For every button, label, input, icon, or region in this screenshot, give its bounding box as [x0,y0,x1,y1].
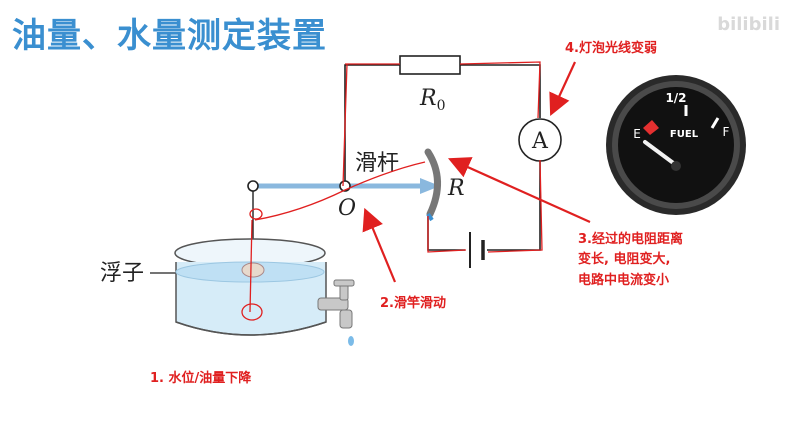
gauge-half-label: 1/2 [665,91,686,105]
variable-resistor-arc [424,148,442,218]
red-annotations [241,61,543,321]
gauge-empty-label: E [633,127,641,141]
faucet-icon [317,279,355,329]
float-label: 浮子 [100,261,144,286]
battery [469,232,485,268]
water-drop [348,336,354,346]
slider-label: 滑杆 [355,151,399,176]
resistor-r0 [399,55,461,75]
ammeter-label: A [531,129,549,154]
note-2: 2.滑竿滑动 [380,295,446,311]
resistor-r0-label: R0 [419,86,446,114]
page-title: 油量、水量测定装置 [12,16,327,56]
note-4: 4.灯泡光线变弱 [565,40,657,56]
arrow-note3 [447,157,591,224]
fuel-gauge: 1/2 E F FUEL [606,75,746,215]
gauge-name-label: FUEL [670,129,699,140]
note-3-line-3: 电路中电流变小 [578,272,669,288]
float-body [241,262,265,278]
gauge-needle [643,140,678,167]
pivot-label: O [338,196,356,221]
arrow-note2 [362,207,397,283]
arrow-note4 [549,61,576,116]
rod-left-end [247,180,259,192]
note-3-line-2: 变长, 电阻变大, [578,251,670,267]
gauge-full-label: F [723,125,730,139]
slider-tip [420,178,440,194]
watermark-logo: bilibili [717,14,780,35]
variable-resistor-label: R [447,176,465,201]
note-3-line-1: 3.经过的电阻距离 [578,231,683,247]
note-1: 1. 水位/油量下降 [150,370,252,386]
